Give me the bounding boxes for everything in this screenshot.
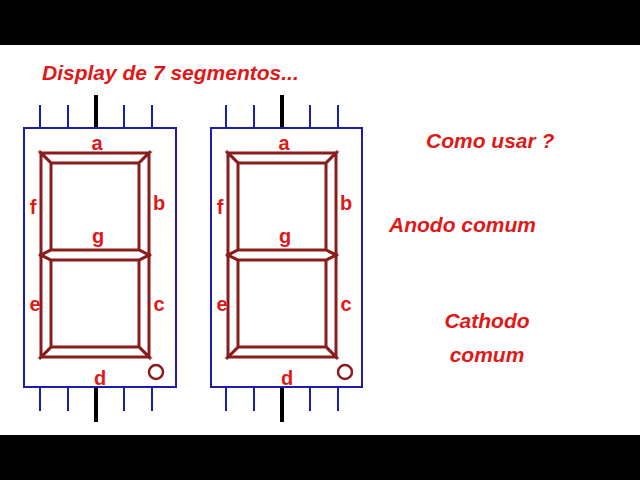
segment	[41, 153, 149, 163]
segment	[228, 153, 238, 255]
pin	[280, 388, 284, 422]
pin	[309, 105, 311, 127]
segment	[41, 255, 51, 357]
title: Display de 7 segmentos...	[42, 60, 299, 85]
pin	[151, 388, 153, 411]
pin	[94, 388, 98, 422]
segment-label: a	[91, 133, 102, 153]
pin	[253, 388, 255, 411]
pin	[309, 388, 311, 411]
pin	[253, 105, 255, 127]
pin	[337, 105, 339, 127]
segment-label: g	[279, 226, 291, 246]
pin	[225, 388, 227, 411]
pin	[225, 105, 227, 127]
pin	[94, 95, 98, 127]
segment-label: f	[217, 197, 224, 217]
segment	[228, 250, 336, 260]
display-pins	[40, 95, 338, 422]
segment-label: c	[340, 294, 351, 314]
pin	[337, 388, 339, 411]
decimal-point	[338, 365, 352, 379]
segment-label: c	[153, 294, 164, 314]
segment	[228, 255, 238, 357]
segment-label: e	[29, 294, 40, 314]
pin	[67, 105, 69, 127]
segment-label: a	[278, 133, 289, 153]
note-text: Cathodo comum	[412, 304, 562, 372]
segment	[139, 153, 149, 255]
segment-outlines	[41, 153, 352, 379]
segment-label: f	[30, 197, 37, 217]
note-text: Anodo comum	[389, 212, 536, 237]
pin	[123, 388, 125, 411]
segment	[326, 153, 336, 255]
segment-label: b	[340, 193, 352, 213]
segment-label: e	[216, 294, 227, 314]
segment	[326, 255, 336, 357]
segment-label: d	[94, 368, 106, 388]
display-housing: a b c d e f g	[210, 127, 363, 388]
segment-label: g	[92, 226, 104, 246]
segment	[41, 250, 149, 260]
segment-label: d	[281, 368, 293, 388]
segment	[41, 347, 149, 357]
segment	[139, 255, 149, 357]
pin	[39, 105, 41, 127]
segment	[228, 347, 336, 357]
pin	[123, 105, 125, 127]
display-housing: a b c d e f g	[23, 127, 177, 388]
pin	[280, 95, 284, 127]
top-bar	[0, 0, 640, 45]
pin	[67, 388, 69, 411]
segment-label: b	[153, 193, 165, 213]
decimal-point	[149, 365, 163, 379]
note-text: Como usar ?	[426, 128, 554, 153]
pin	[151, 105, 153, 127]
pin	[39, 388, 41, 411]
bottom-bar	[0, 435, 640, 480]
segment	[41, 153, 51, 255]
segment	[228, 153, 336, 163]
